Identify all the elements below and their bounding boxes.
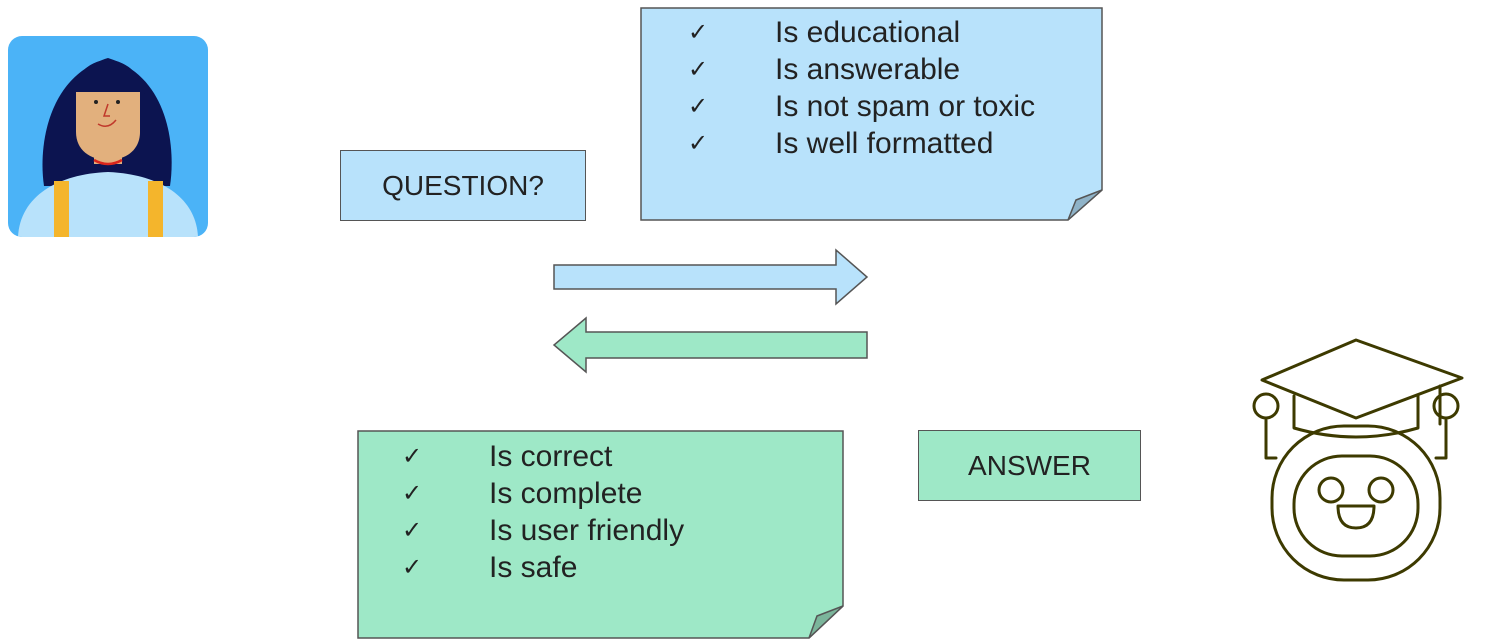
check-icon: ✓ — [402, 553, 423, 581]
arrow-right-icon — [552, 248, 870, 306]
list-item: ✓Is well formatted — [688, 127, 994, 160]
check-icon: ✓ — [402, 516, 423, 544]
note-fold — [1067, 189, 1103, 221]
check-icon: ✓ — [688, 18, 709, 46]
list-item: ✓Is safe — [402, 551, 578, 584]
check-icon: ✓ — [402, 442, 423, 470]
question-criteria-note: ✓Is educational ✓Is answerable ✓Is not s… — [640, 7, 1104, 222]
question-box: QUESTION? — [340, 150, 586, 221]
check-icon: ✓ — [688, 129, 709, 157]
check-icon: ✓ — [402, 479, 423, 507]
check-icon: ✓ — [688, 92, 709, 120]
check-icon: ✓ — [688, 55, 709, 83]
arrow-left-icon — [552, 316, 870, 374]
answer-label: ANSWER — [968, 449, 1091, 481]
note-fold — [808, 605, 844, 639]
question-label: QUESTION? — [382, 169, 544, 201]
answer-box: ANSWER — [918, 430, 1141, 501]
list-item: ✓Is user friendly — [402, 514, 685, 547]
list-item: ✓Is correct — [402, 440, 613, 473]
note-shape — [357, 430, 844, 639]
user-avatar-icon — [8, 36, 208, 237]
graduate-robot-icon — [1214, 338, 1498, 594]
answer-criteria-note: ✓Is correct ✓Is complete ✓Is user friend… — [357, 430, 845, 640]
list-item: ✓Is educational — [688, 16, 961, 49]
question-criteria-list: ✓Is educational ✓Is answerable ✓Is not s… — [688, 14, 1035, 162]
list-item: ✓Is complete — [402, 477, 643, 510]
answer-criteria-list: ✓Is correct ✓Is complete ✓Is user friend… — [402, 438, 684, 586]
note-shape — [640, 7, 1103, 221]
list-item: ✓Is answerable — [688, 53, 961, 86]
list-item: ✓Is not spam or toxic — [688, 90, 1036, 123]
